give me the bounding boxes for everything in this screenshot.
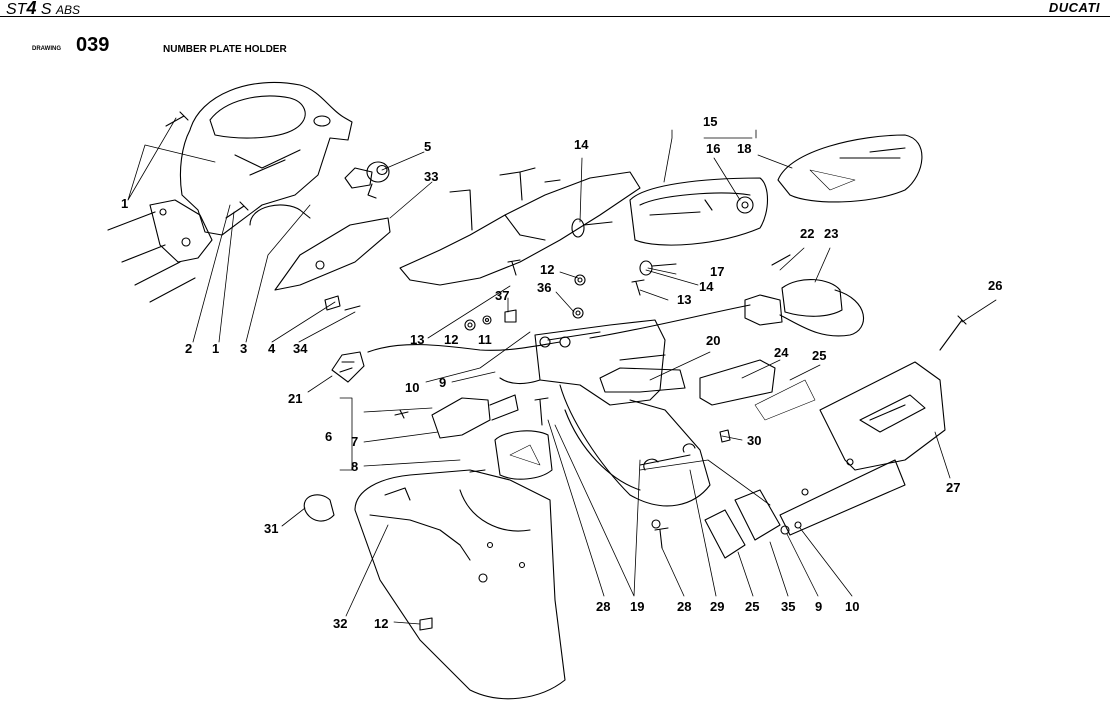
callout-21: 21	[288, 391, 302, 406]
callout-25: 25	[745, 599, 759, 614]
callout-1: 1	[121, 196, 128, 211]
small-screws	[534, 397, 731, 549]
model-name: ST4 S ABS	[6, 0, 80, 19]
header-divider	[0, 16, 1110, 17]
callout-19: 19	[630, 599, 644, 614]
callout-10: 10	[405, 380, 419, 395]
tail-light-support	[399, 167, 641, 286]
callout-26: 26	[988, 278, 1002, 293]
callout-5: 5	[424, 139, 431, 154]
callout-12: 12	[374, 616, 388, 631]
callout-36: 36	[537, 280, 551, 295]
callout-9: 9	[439, 375, 446, 390]
model-variant: ABS	[56, 3, 81, 17]
callout-18: 18	[737, 141, 751, 156]
callout-24: 24	[774, 345, 789, 360]
callout-1: 1	[212, 341, 219, 356]
callout-6: 6	[325, 429, 332, 444]
callout-9: 9	[815, 599, 822, 614]
callout-13: 13	[677, 292, 691, 307]
callout-22: 22	[800, 226, 814, 241]
rear-mudguard	[354, 469, 566, 700]
callout-12: 12	[540, 262, 554, 277]
side-reflector	[704, 489, 802, 559]
rear-subframe	[107, 81, 353, 303]
model-number: 4	[26, 0, 37, 18]
callout-15: 15	[703, 114, 717, 129]
turn-indicator-right	[744, 254, 843, 326]
callout-35: 35	[781, 599, 795, 614]
callout-17: 17	[710, 264, 724, 279]
plate-light	[599, 359, 816, 421]
callout-labels: 1 2 1 3 4 34 5 33 14 15 16 18 12 36 37 1…	[121, 114, 1002, 631]
turn-indicator-left	[394, 394, 553, 480]
callout-20: 20	[706, 333, 720, 348]
callout-37: 37	[495, 288, 509, 303]
plate-holder-bracket	[534, 319, 711, 507]
tail-lamp	[629, 134, 923, 246]
model-prefix: ST	[6, 1, 27, 18]
callout-29: 29	[710, 599, 724, 614]
nuts-washers	[464, 274, 586, 331]
screws-left	[165, 111, 249, 219]
seat-lock	[344, 161, 390, 199]
callout-16: 16	[706, 141, 720, 156]
plate-bracket-right	[779, 315, 967, 536]
callout-12: 12	[444, 332, 458, 347]
connector-left	[331, 351, 365, 383]
brand-logo: DUCATI	[1048, 0, 1100, 15]
callout-8: 8	[351, 459, 358, 474]
drawing-number: 039	[76, 34, 110, 56]
callout-33: 33	[424, 169, 438, 184]
callout-3: 3	[240, 341, 247, 356]
callout-2: 2	[185, 341, 192, 356]
callout-32: 32	[333, 616, 347, 631]
callout-31: 31	[264, 521, 278, 536]
callout-4: 4	[268, 341, 276, 356]
drawing-title: NUMBER PLATE HOLDER	[163, 44, 287, 55]
callout-28: 28	[596, 599, 610, 614]
callout-14: 14	[574, 137, 589, 152]
model-suffix: S	[36, 1, 52, 18]
callout-34: 34	[293, 341, 308, 356]
callout-14: 14	[699, 279, 714, 294]
callout-7: 7	[351, 434, 358, 449]
callout-27: 27	[946, 480, 960, 495]
callout-30: 30	[747, 433, 761, 448]
leader-lines	[127, 117, 997, 625]
callout-25: 25	[812, 348, 826, 363]
callout-10: 10	[845, 599, 859, 614]
callout-13: 13	[410, 332, 424, 347]
cable-clamp	[303, 494, 335, 522]
callout-11: 11	[478, 332, 492, 347]
drawing-label: DRAWING	[32, 46, 61, 52]
callout-28: 28	[677, 599, 691, 614]
callout-23: 23	[824, 226, 838, 241]
wiring-harness	[367, 289, 864, 385]
latch-cable	[249, 204, 391, 311]
bulb-holders	[507, 218, 677, 296]
